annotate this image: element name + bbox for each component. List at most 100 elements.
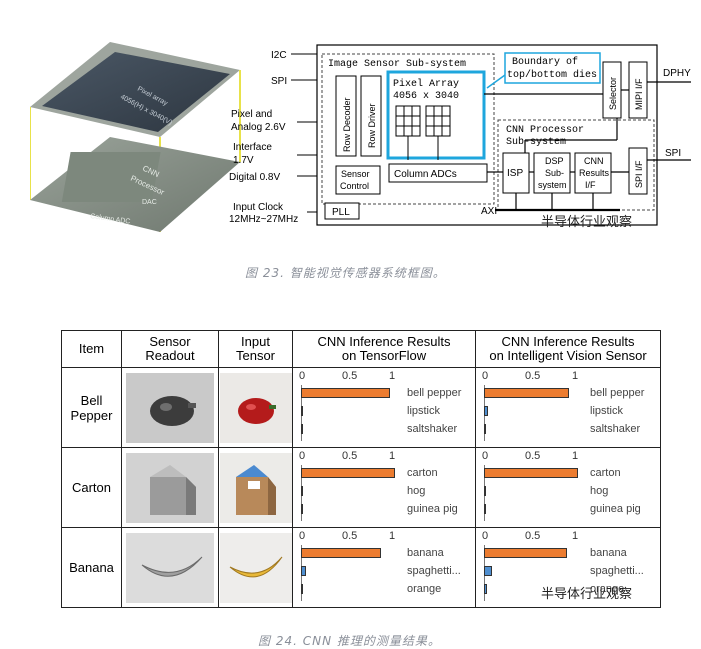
tick-label: 0.5 xyxy=(525,450,541,462)
boundary-label: Boundary of xyxy=(512,56,578,68)
tick-label: 0 xyxy=(482,370,489,382)
input-digital-voltage: Digital 0.8V xyxy=(229,172,280,183)
result-bar xyxy=(484,566,492,576)
result-label: carton xyxy=(407,467,438,479)
input-tensor-image xyxy=(219,452,292,523)
tick-label: 0.5 xyxy=(525,530,541,542)
result-bar xyxy=(484,504,486,514)
result-bar xyxy=(484,468,578,478)
input-clock-range: 12MHz~27MHz xyxy=(229,214,298,225)
tf-result-chart: 0 0.5 1 bell pepper lipstick saltshaker xyxy=(293,368,475,447)
caption-fig23: 图 23. 智能视觉传感器系统框图。 xyxy=(245,266,446,280)
result-label: saltshaker xyxy=(407,423,458,435)
result-label: orange xyxy=(590,583,625,595)
result-label: saltshaker xyxy=(590,423,641,435)
result-bar xyxy=(301,406,303,416)
stacked-die-photo: Pixel array 4056(H) x 3040(V) CNN Proces… xyxy=(30,42,241,232)
result-label: bell pepper xyxy=(590,387,645,399)
tick-label: 0.5 xyxy=(342,530,358,542)
result-label: orange xyxy=(407,583,442,595)
result-bar xyxy=(301,424,303,434)
result-bar xyxy=(484,548,567,558)
tick-label: 0.5 xyxy=(342,450,358,462)
result-bar xyxy=(484,584,487,594)
sensor-control-2: Control xyxy=(340,181,369,191)
tick-label: 1 xyxy=(389,450,396,462)
input-pixel-analog: Pixel and xyxy=(231,109,272,120)
input-tensor-image xyxy=(219,532,292,603)
tick-label: 0 xyxy=(482,450,489,462)
chip-dac-label: DAC xyxy=(142,199,157,206)
result-bar xyxy=(301,388,391,398)
image-sensor-subsystem-label: Image Sensor Sub-system xyxy=(328,58,466,70)
pixel-array-size: 4056 x 3040 xyxy=(393,91,459,102)
dsp-block: DSP xyxy=(545,156,564,166)
result-label: hog xyxy=(590,485,609,497)
spi-if-block: SPI I/F xyxy=(634,160,644,188)
input-tensor-image xyxy=(219,372,292,443)
result-bar xyxy=(301,584,303,594)
cnn-results-block-3: I/F xyxy=(585,180,596,190)
result-bar xyxy=(301,566,306,576)
sensor-control: Sensor xyxy=(341,169,370,179)
result-bar xyxy=(301,468,395,478)
result-bar xyxy=(484,424,486,434)
result-label: banana xyxy=(590,547,627,559)
result-bar xyxy=(484,388,569,398)
input-spi: SPI xyxy=(271,76,287,87)
item-name: Banana xyxy=(61,527,122,608)
result-bar xyxy=(301,504,303,514)
result-bar xyxy=(301,486,303,496)
result-label: bell pepper xyxy=(407,387,462,399)
axi-bus-label: AXI xyxy=(481,206,497,217)
result-label: carton xyxy=(590,467,621,479)
tick-label: 0 xyxy=(482,530,489,542)
cnn-processor-label-2: Sub-system xyxy=(506,136,566,148)
result-label: lipstick xyxy=(407,405,441,417)
tick-label: 0 xyxy=(299,530,306,542)
dsp-block-3: system xyxy=(538,180,567,190)
input-pixel-analog-voltage: Analog 2.6V xyxy=(231,122,286,133)
watermark-1: 半导体行业观察 xyxy=(541,215,633,230)
result-label: spaghetti... xyxy=(407,565,461,577)
item-name: Carton xyxy=(61,447,122,528)
caption-fig24: 图 24. CNN 推理的测量结果。 xyxy=(258,634,441,648)
tick-label: 0 xyxy=(299,450,306,462)
dsp-block-2: Sub- xyxy=(545,168,564,178)
row-driver: Row Driver xyxy=(367,103,377,148)
pixel-array-label: Pixel Array xyxy=(393,78,459,90)
result-bar xyxy=(484,486,486,496)
tick-label: 1 xyxy=(389,370,396,382)
tick-label: 1 xyxy=(572,450,579,462)
sensor-readout-image xyxy=(126,372,214,443)
table-row: Carton 0 0.5 1 carton hog guinea pig 0 0.5 1 car… xyxy=(61,447,661,528)
sensor-readout-image xyxy=(126,452,214,523)
input-interface: Interface xyxy=(233,142,272,153)
column-adcs: Column ADCs xyxy=(394,169,457,180)
result-label: guinea pig xyxy=(407,503,458,515)
result-bar xyxy=(301,548,381,558)
tick-label: 0 xyxy=(299,370,306,382)
cnn-results-block: CNN xyxy=(584,156,604,166)
result-label: banana xyxy=(407,547,444,559)
input-clock: Input Clock xyxy=(233,202,284,213)
input-interface-voltage: 1.7V xyxy=(233,155,254,166)
isp-block: ISP xyxy=(507,168,523,179)
header-item: Item xyxy=(61,330,122,368)
row-decoder: Row Decoder xyxy=(342,97,352,152)
tick-label: 0.5 xyxy=(342,370,358,382)
boundary-label-2: top/bottom dies xyxy=(507,69,597,81)
cnn-results-block-2: Results xyxy=(579,168,610,178)
tick-label: 1 xyxy=(572,530,579,542)
watermark-2: 半导体行业观察 xyxy=(541,587,633,602)
